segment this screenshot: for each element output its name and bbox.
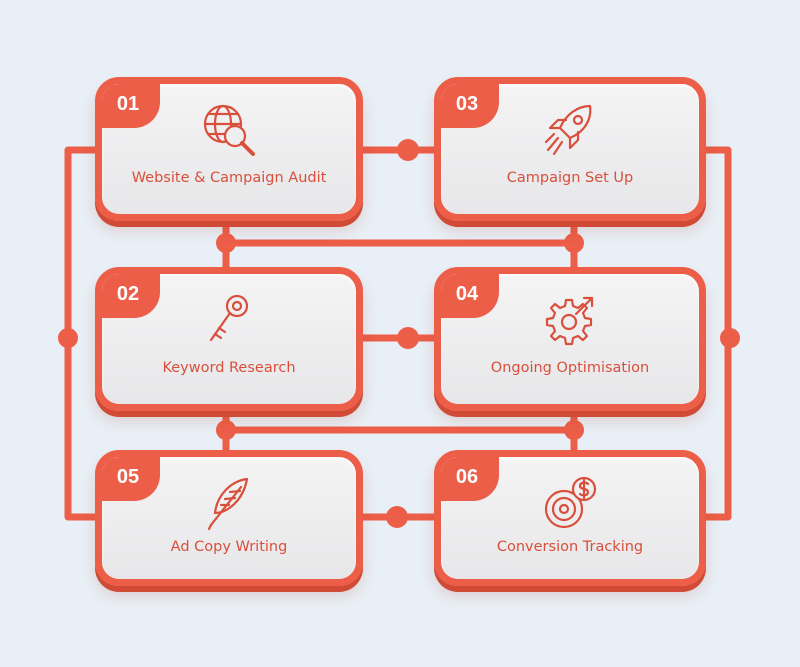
step-card-05: 05 Ad Copy Writing (95, 450, 363, 586)
joint-node (58, 328, 78, 348)
step-label: Ongoing Optimisation (490, 360, 650, 376)
key-icon (197, 288, 261, 352)
step-card-04: 04 Ongoing Optimisation (434, 267, 706, 411)
step-card-01: 01 Website & Campaign Audit (95, 77, 363, 221)
step-card-06: 06 Conversion Tracking (434, 450, 706, 586)
joint-node (397, 139, 419, 161)
gear-arrow-icon (538, 288, 602, 352)
step-number-badge: 02 (102, 274, 160, 318)
step-label: Conversion Tracking (496, 539, 644, 555)
step-card-03: 03 Campaign Set Up (434, 77, 706, 221)
joint-node (564, 420, 584, 440)
step-card-02: 02 Keyword Research (95, 267, 363, 411)
step-number-badge: 06 (441, 457, 499, 501)
step-label: Ad Copy Writing (170, 539, 288, 555)
joint-node (720, 328, 740, 348)
joint-node (564, 233, 584, 253)
step-label: Website & Campaign Audit (131, 170, 327, 186)
joint-node (386, 506, 408, 528)
step-number-badge: 01 (102, 84, 160, 128)
target-dollar-icon (538, 471, 602, 535)
rocket-icon (538, 98, 602, 162)
globe-magnifier-icon (197, 98, 261, 162)
joint-node (216, 420, 236, 440)
feather-quill-icon (197, 471, 261, 535)
step-label: Keyword Research (162, 360, 296, 376)
step-number-badge: 03 (441, 84, 499, 128)
joint-node (216, 233, 236, 253)
step-number-badge: 04 (441, 274, 499, 318)
joint-node (397, 327, 419, 349)
step-label: Campaign Set Up (506, 170, 634, 186)
step-number-badge: 05 (102, 457, 160, 501)
